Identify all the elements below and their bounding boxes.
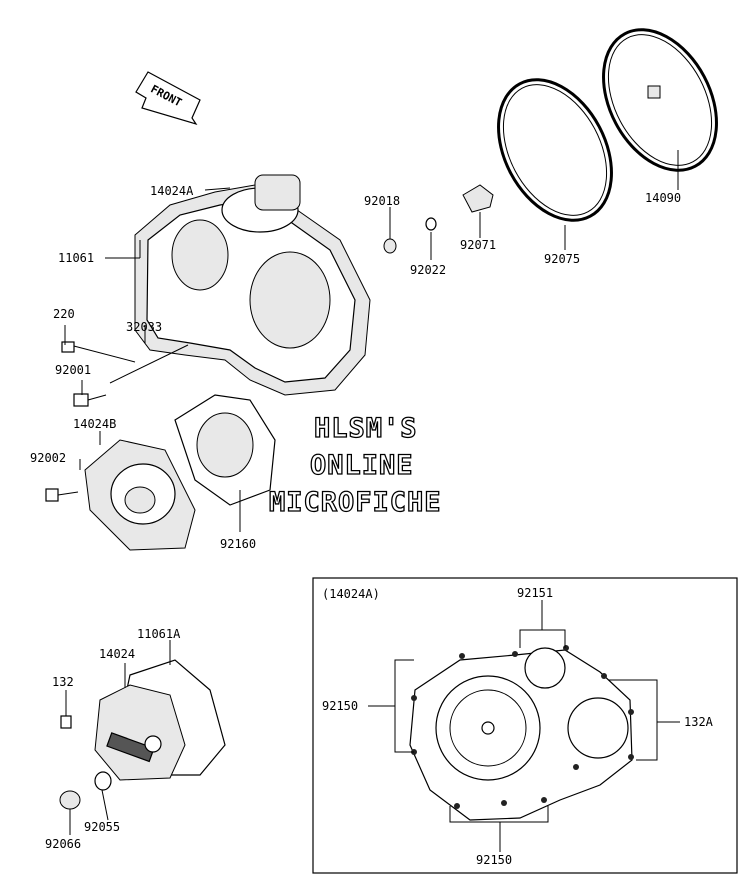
label-92002: 92002 [30,451,66,465]
watermark: HLSM'S ONLINE MICROFICHE [268,412,442,518]
gasket-92160 [174,394,276,506]
label-92022: 92022 [410,263,446,277]
leader-lines [64,150,680,852]
label-92160: 92160 [220,537,256,551]
label-132: 132 [52,675,74,689]
label-92071: 92071 [460,238,496,252]
cover-14024-assembly [59,659,226,810]
label-92150-left: 92150 [322,699,358,713]
label-92075: 92075 [544,252,580,266]
label-14090: 14090 [645,191,681,205]
bolt-220-icon [61,341,75,353]
label-32033: 32033 [126,320,162,334]
detail-box [312,577,738,874]
plug-92066-icon [59,790,81,810]
cover-14024B [45,439,196,551]
label-132A: 132A [684,715,714,729]
plug-92071-icon [462,184,494,213]
oring-92075 [497,78,613,222]
label-220: 220 [53,307,75,321]
watermark-line1: HLSM'S [314,413,418,444]
watermark-line2: ONLINE [310,450,414,481]
label-92001: 92001 [55,363,91,377]
washer-92018-icon [383,238,397,254]
label-92151: 92151 [517,586,553,600]
label-11061A: 11061A [137,627,181,641]
watermark-line3: MICROFICHE [269,487,442,518]
label-92055: 92055 [84,820,120,834]
washer-92022-icon [425,217,437,231]
front-arrow: FRONT [135,71,201,126]
bolt-group-left [61,341,189,407]
bolt-92002-icon [45,488,59,502]
cap-14090 [602,28,718,172]
crankcase-cover-11061 [134,174,371,396]
bolt-92001-icon [73,393,89,407]
label-14024: 14024 [99,647,135,661]
small-parts [383,184,494,254]
bolt-132-icon [60,715,72,729]
label-92150-bottom: 92150 [476,853,512,867]
label-14024B: 14024B [73,417,116,431]
part-labels: 14024A 11061 220 32033 92001 14024B 9200… [30,184,714,867]
label-92066: 92066 [45,837,81,851]
detail-box-title: (14024A) [322,587,380,601]
label-11061: 11061 [58,251,94,265]
label-14024A: 14024A [150,184,194,198]
label-92018: 92018 [364,194,400,208]
oring-92055-icon [94,771,112,791]
